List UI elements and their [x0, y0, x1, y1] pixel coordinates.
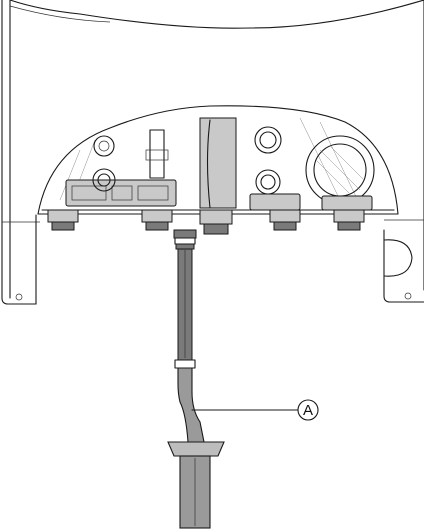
condensate-hose: [173, 229, 205, 443]
connection-stub-1: [47, 209, 79, 231]
connection-stub-2: [141, 209, 173, 231]
connection-stubs: [47, 209, 365, 235]
connection-stub-4: [269, 209, 301, 231]
drain-funnel: [167, 441, 225, 529]
connection-stub-3: [199, 209, 233, 235]
connection-stub-5: [333, 209, 365, 231]
appliance-casing: [1, 0, 424, 305]
callout-a: A: [191, 399, 319, 421]
callout-a-circle: [297, 399, 319, 421]
callout-a-label: A: [303, 402, 313, 419]
bottom-connection-area: [37, 105, 399, 215]
